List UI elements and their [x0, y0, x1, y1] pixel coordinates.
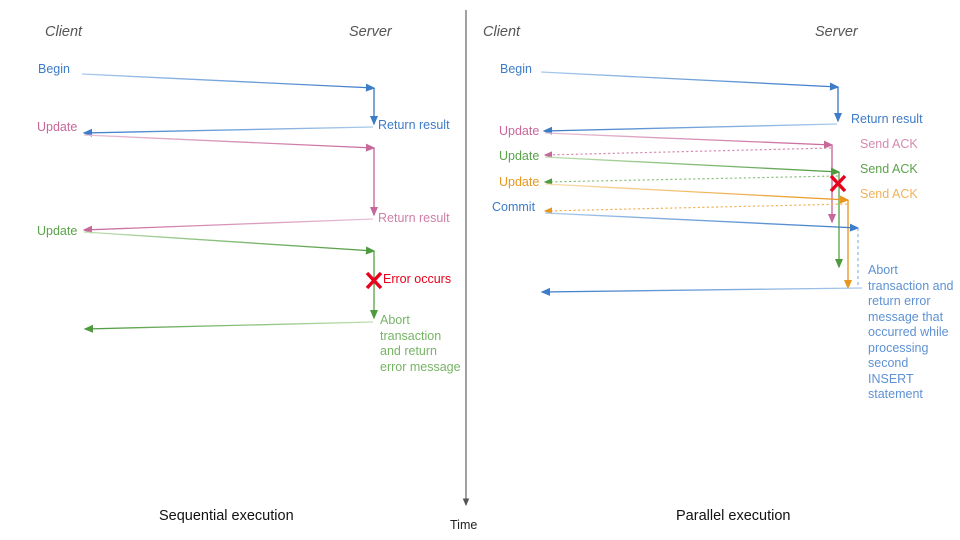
- left-label-begin: Begin: [38, 62, 70, 76]
- arrow-right-ack-1: [543, 147, 832, 159]
- right-caption: Parallel execution: [676, 508, 791, 524]
- left-label-return-result-1: Return result: [378, 118, 450, 132]
- right-label-send-ack-3: Send ACK: [860, 187, 918, 201]
- right-label-send-ack-1: Send ACK: [860, 137, 918, 151]
- arrow-right-update-1: [544, 132, 834, 149]
- arrow-right-ack-2: [543, 175, 839, 186]
- arrow-right-begin: [540, 71, 840, 91]
- right-label-update-3: Update: [499, 175, 540, 189]
- right-label-update-2: Update: [499, 149, 540, 163]
- arrow-left-return-2: [82, 218, 374, 234]
- left-error-occurs-label: Error occurs: [383, 272, 452, 286]
- arrow-right-abort: [540, 287, 863, 296]
- error-x-left: [365, 271, 383, 290]
- right-label-send-ack-2: Send ACK: [860, 162, 918, 176]
- right-abort-message: Abort transaction and return error messa…: [868, 263, 954, 401]
- left-diagram-arrows: [81, 73, 379, 333]
- left-caption: Sequential execution: [159, 508, 294, 524]
- left-label-return-result-2: Return result: [378, 211, 450, 225]
- arrow-right-update-2: [544, 156, 841, 176]
- right-actor-server: Server: [815, 24, 858, 40]
- arrow-left-return-1: [82, 126, 374, 137]
- arrow-left-update-2: [83, 231, 376, 255]
- arrow-right-update-3: [544, 183, 850, 204]
- right-diagram-arrows: [540, 71, 863, 296]
- left-actor-client: Client: [45, 24, 83, 40]
- arrow-right-return: [542, 123, 838, 135]
- right-label-update-1: Update: [499, 124, 540, 138]
- time-axis-label: Time: [450, 518, 478, 532]
- arrow-left-abort: [83, 321, 374, 333]
- arrow-right-ack-3: [543, 203, 848, 215]
- arrow-right-commit: [544, 212, 860, 232]
- arrow-left-update-1: [83, 134, 376, 152]
- right-label-return-result: Return result: [851, 112, 923, 126]
- left-actor-server: Server: [349, 24, 392, 40]
- left-label-update-1: Update: [37, 120, 78, 134]
- right-label-begin: Begin: [500, 62, 532, 76]
- right-actor-client: Client: [483, 24, 521, 40]
- arrow-left-begin: [81, 73, 376, 92]
- error-x-right: [829, 174, 847, 193]
- left-label-update-2: Update: [37, 224, 78, 238]
- right-label-commit: Commit: [492, 200, 536, 214]
- left-abort-message: Abort transaction and return error messa…: [380, 313, 461, 374]
